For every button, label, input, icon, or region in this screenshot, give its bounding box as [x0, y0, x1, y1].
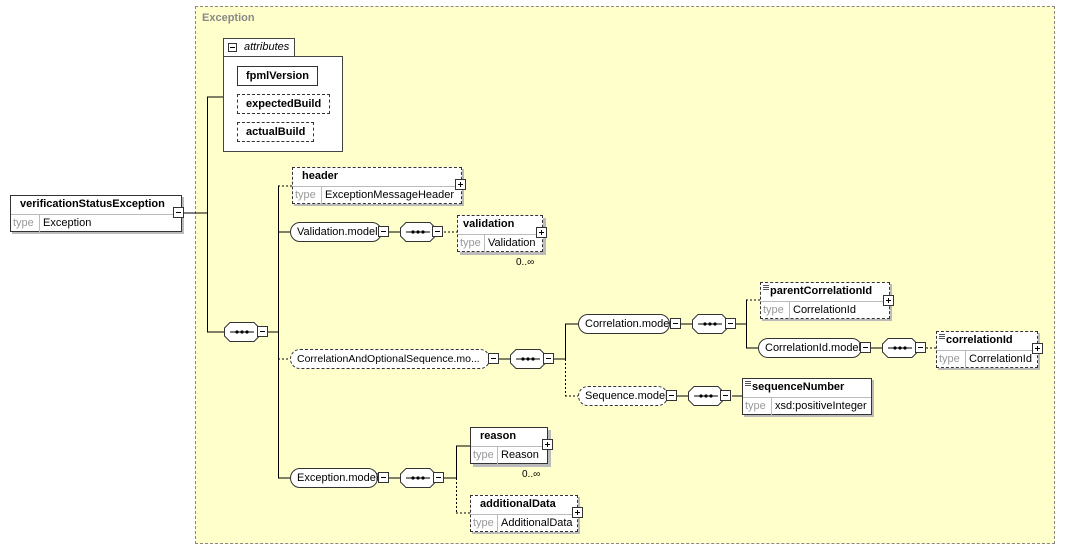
type-label: type	[13, 217, 34, 229]
element-name: parentCorrelationId	[770, 285, 873, 297]
group-exception-model[interactable]: Exception.model	[290, 468, 378, 488]
cardinality-label: 0..∞	[522, 469, 541, 480]
collapse-button[interactable]	[670, 318, 681, 329]
root-element[interactable]: verificationStatusException type Exceptio…	[10, 195, 182, 233]
documentation-icon	[745, 381, 751, 388]
type-label: type	[763, 304, 784, 316]
element-header[interactable]: header type ExceptionMessageHeader	[292, 167, 462, 205]
cardinality-label: 0..∞	[516, 257, 535, 268]
root-element-name: verificationStatusException	[20, 198, 165, 210]
attribute-actualbuild[interactable]: actualBuild	[237, 122, 315, 142]
root-collapse-button[interactable]	[173, 207, 184, 218]
documentation-icon	[763, 285, 769, 292]
type-value: CorrelationId	[965, 351, 1032, 369]
group-correlation-model[interactable]: Correlation.model	[578, 314, 672, 334]
element-name: header	[302, 170, 339, 182]
collapse-button[interactable]	[720, 390, 731, 401]
element-name: additionalData	[480, 498, 556, 510]
element-name: reason	[480, 430, 517, 442]
type-label: type	[745, 400, 766, 412]
collapse-button[interactable]	[915, 342, 926, 353]
collapse-button[interactable]	[543, 353, 554, 364]
attribute-expectedbuild[interactable]: expectedBuild	[237, 94, 331, 114]
type-label: type	[473, 449, 494, 461]
type-value: Exception	[39, 215, 91, 233]
collapse-button[interactable]	[378, 472, 389, 483]
attribute-fpmlversion[interactable]: fpmlVersion	[237, 66, 318, 86]
group-correlation-sequence-model[interactable]: CorrelationAndOptionalSequence.mo...	[290, 349, 490, 369]
collapse-button[interactable]	[433, 472, 444, 483]
type-value: xsd:positiveInteger	[771, 398, 867, 416]
type-label: type	[473, 517, 494, 529]
group-sequence-model[interactable]: Sequence.model	[578, 386, 668, 406]
sequence-compositor	[400, 222, 436, 242]
collapse-button[interactable]	[725, 318, 736, 329]
attributes-tab[interactable]: attributes	[223, 38, 295, 57]
element-sequencenumber[interactable]: sequenceNumber type xsd:positiveInteger	[742, 378, 872, 416]
expand-button[interactable]	[542, 439, 553, 450]
collapse-button[interactable]	[432, 226, 443, 237]
expand-button[interactable]	[883, 295, 894, 306]
type-label: type	[460, 237, 481, 249]
sequence-compositor	[688, 386, 724, 406]
collapse-button[interactable]	[666, 390, 677, 401]
collapse-button[interactable]	[860, 342, 871, 353]
collapse-icon[interactable]	[228, 43, 237, 52]
sequence-compositor	[510, 349, 546, 369]
type-value: Validation	[484, 235, 536, 253]
sequence-compositor	[882, 338, 918, 358]
sequence-compositor	[224, 322, 260, 342]
group-correlationid-model[interactable]: CorrelationId.model	[758, 338, 862, 358]
expand-button[interactable]	[572, 507, 583, 518]
type-value: AdditionalData	[497, 515, 573, 533]
expand-button[interactable]	[536, 227, 547, 238]
complex-type-title: Exception	[202, 12, 255, 24]
element-correlationid[interactable]: correlationId type CorrelationId	[936, 331, 1038, 369]
expand-button[interactable]	[1032, 343, 1043, 354]
type-value: ExceptionMessageHeader	[321, 187, 454, 205]
element-name: sequenceNumber	[752, 381, 845, 393]
attributes-tab-label: attributes	[244, 41, 290, 53]
documentation-icon	[939, 334, 945, 341]
collapse-button[interactable]	[378, 226, 389, 237]
type-label: type	[939, 353, 960, 365]
sequence-collapse-button[interactable]	[257, 326, 268, 337]
sequence-compositor	[400, 468, 436, 488]
type-value: CorrelationId	[789, 302, 856, 320]
element-parentcorrelationid[interactable]: parentCorrelationId type CorrelationId	[760, 282, 890, 320]
group-validation-model[interactable]: Validation.model	[290, 222, 382, 242]
expand-button[interactable]	[455, 179, 466, 190]
type-value: Reason	[497, 447, 539, 465]
element-name: correlationId	[946, 334, 1013, 346]
sequence-compositor	[692, 314, 728, 334]
collapse-button[interactable]	[488, 353, 499, 364]
element-name: validation	[463, 218, 515, 230]
type-label: type	[295, 189, 316, 201]
